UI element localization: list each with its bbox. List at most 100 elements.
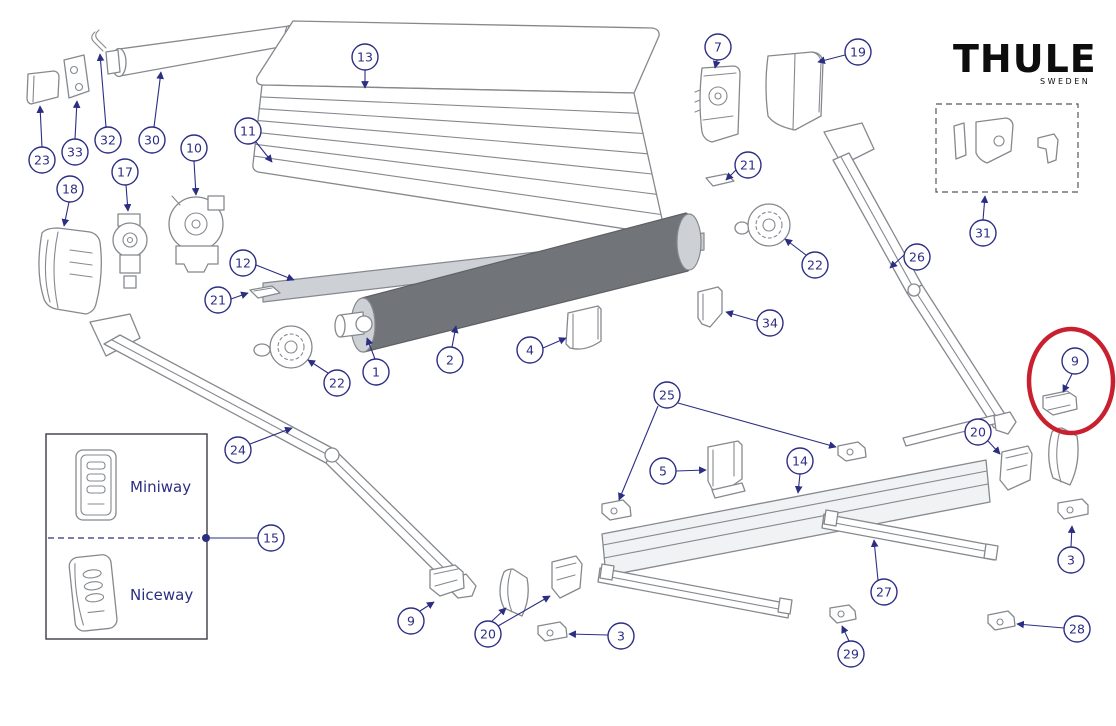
callout-5: 5 bbox=[649, 457, 677, 485]
part-10-gear-unit bbox=[168, 195, 225, 273]
highlight-circle-part-9 bbox=[1026, 326, 1116, 436]
callout-3-right: 3 bbox=[1057, 546, 1085, 574]
part-26-spring-arm bbox=[823, 122, 1017, 447]
legend-connector-dot bbox=[202, 534, 210, 542]
callout-11: 11 bbox=[234, 117, 262, 145]
part-21-clip-left bbox=[249, 285, 281, 299]
part-2-fabric-roll bbox=[334, 212, 702, 353]
svg-text:20: 20 bbox=[970, 425, 986, 440]
part-33-bracket bbox=[63, 54, 90, 99]
svg-text:9: 9 bbox=[1071, 354, 1079, 369]
svg-text:29: 29 bbox=[843, 647, 859, 662]
callout-32: 32 bbox=[94, 126, 122, 154]
brand-logo: THULE SWEDEN bbox=[953, 37, 1097, 86]
niceway-label: Niceway bbox=[130, 586, 193, 604]
part-25-slider-clips bbox=[601, 441, 867, 521]
svg-text:33: 33 bbox=[67, 145, 83, 160]
callout-13: 13 bbox=[351, 43, 379, 71]
part-17-motor bbox=[112, 213, 148, 289]
svg-text:3: 3 bbox=[617, 629, 625, 644]
callout-20-right: 20 bbox=[964, 418, 992, 446]
callout-21-right: 21 bbox=[734, 151, 762, 179]
part-14-lead-rail bbox=[601, 459, 991, 577]
callout-30: 30 bbox=[138, 126, 166, 154]
svg-text:28: 28 bbox=[1069, 622, 1085, 637]
part-22-tension-knob-right bbox=[734, 203, 791, 247]
callout-7: 7 bbox=[704, 33, 732, 61]
callout-20-bottom: 20 bbox=[474, 620, 502, 648]
callout-12: 12 bbox=[229, 249, 257, 277]
callout-4: 4 bbox=[516, 336, 544, 364]
niceway-remote-drawing bbox=[68, 554, 118, 632]
brand-subtitle: SWEDEN bbox=[1040, 77, 1090, 86]
callout-27: 27 bbox=[870, 578, 898, 606]
svg-text:21: 21 bbox=[740, 158, 756, 173]
parts-artwork bbox=[26, 20, 1089, 642]
callout-17: 17 bbox=[111, 158, 139, 186]
callout-21-left: 21 bbox=[204, 286, 232, 314]
svg-text:12: 12 bbox=[235, 256, 251, 271]
svg-text:11: 11 bbox=[240, 124, 256, 139]
callout-24: 24 bbox=[224, 436, 252, 464]
svg-text:1: 1 bbox=[372, 365, 380, 380]
part-28-clip bbox=[987, 610, 1016, 631]
part-24-spring-arm-left bbox=[89, 313, 477, 599]
svg-text:19: 19 bbox=[850, 45, 866, 60]
part-27-telescopic-rails bbox=[597, 509, 999, 619]
svg-text:4: 4 bbox=[526, 343, 534, 358]
callout-1: 1 bbox=[362, 358, 390, 386]
callout-10: 10 bbox=[180, 134, 208, 162]
callout-23: 23 bbox=[28, 146, 56, 174]
part-13-awning-case bbox=[252, 20, 665, 235]
miniway-remote-drawing bbox=[75, 449, 117, 521]
part-7-mounting-bracket bbox=[694, 65, 741, 143]
svg-text:7: 7 bbox=[714, 40, 722, 55]
part-3-clip-bottom bbox=[537, 621, 568, 642]
callouts: 23 33 32 30 13 11 10 17 18 12 21 22 1 2 … bbox=[28, 33, 1091, 668]
part-20-hinge-brackets-bottom bbox=[499, 555, 583, 617]
callout-34: 34 bbox=[756, 309, 784, 337]
miniway-label: Miniway bbox=[130, 478, 191, 496]
part-9-end-bracket-bottom bbox=[429, 564, 465, 597]
svg-text:2: 2 bbox=[446, 353, 454, 368]
part-5-support-bracket bbox=[707, 440, 746, 499]
svg-text:27: 27 bbox=[876, 585, 892, 600]
legend-box bbox=[45, 433, 208, 640]
svg-text:20: 20 bbox=[480, 627, 496, 642]
svg-text:5: 5 bbox=[659, 464, 667, 479]
callout-18: 18 bbox=[56, 175, 84, 203]
callout-26: 26 bbox=[903, 243, 931, 271]
svg-text:14: 14 bbox=[792, 454, 808, 469]
svg-text:23: 23 bbox=[34, 153, 50, 168]
callout-33: 33 bbox=[61, 138, 89, 166]
svg-text:15: 15 bbox=[263, 531, 279, 546]
callout-3-bottom: 3 bbox=[607, 622, 635, 650]
callout-19: 19 bbox=[844, 38, 872, 66]
callout-9-bottom: 9 bbox=[397, 607, 425, 635]
part-19-arm-cover bbox=[765, 51, 824, 131]
svg-text:3: 3 bbox=[1067, 553, 1075, 568]
svg-text:9: 9 bbox=[407, 614, 415, 629]
svg-text:21: 21 bbox=[210, 293, 226, 308]
callout-15: 15 bbox=[257, 524, 285, 552]
part-4-support-cover bbox=[565, 305, 602, 350]
part-29-clip bbox=[829, 604, 857, 624]
callout-2: 2 bbox=[436, 346, 464, 374]
part-20-hinge-bracket-right bbox=[999, 427, 1079, 491]
brand-name: THULE bbox=[953, 37, 1097, 81]
part-23-end-cap bbox=[26, 70, 60, 105]
svg-text:24: 24 bbox=[230, 443, 246, 458]
svg-text:30: 30 bbox=[144, 133, 160, 148]
callout-31: 31 bbox=[969, 219, 997, 247]
callout-22-left: 22 bbox=[323, 369, 351, 397]
part-18-end-cover bbox=[38, 227, 102, 315]
svg-text:34: 34 bbox=[762, 316, 778, 331]
part-34-bracket bbox=[697, 286, 723, 328]
legend-remotes: Miniway Niceway bbox=[45, 433, 258, 640]
part-9-end-bracket-right bbox=[1042, 390, 1078, 416]
callout-25: 25 bbox=[653, 381, 681, 409]
svg-text:32: 32 bbox=[100, 133, 116, 148]
svg-text:25: 25 bbox=[659, 388, 675, 403]
